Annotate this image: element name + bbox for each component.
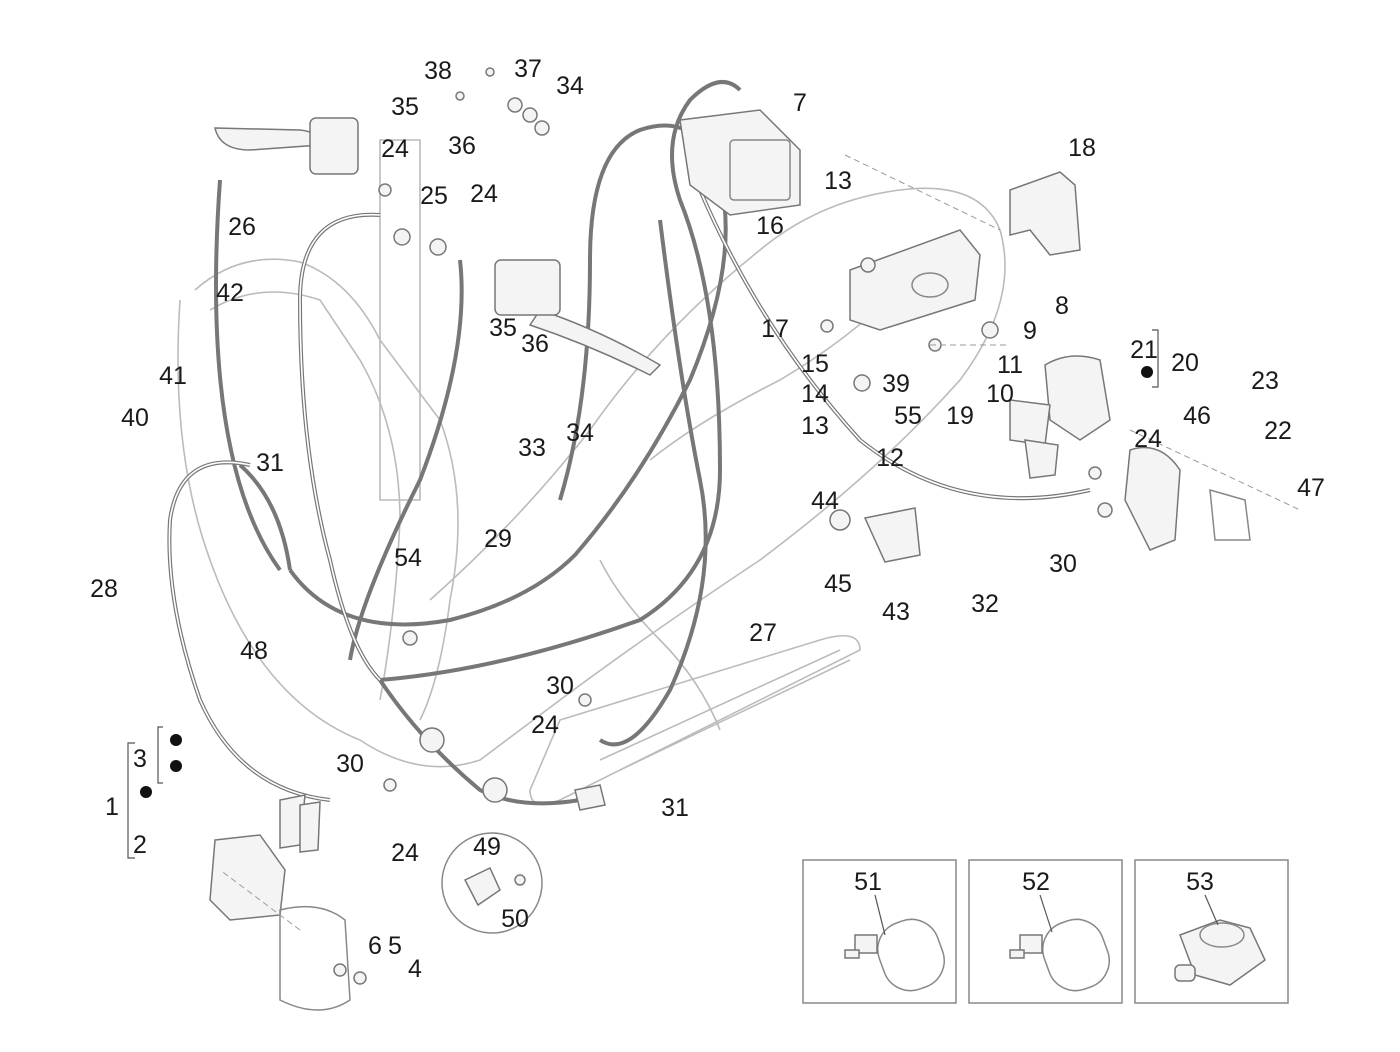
- callout-18: 18: [1068, 134, 1096, 162]
- callout-46: 46: [1183, 402, 1211, 430]
- callout-13: 13: [801, 412, 829, 440]
- callout-14: 14: [801, 380, 829, 408]
- callout-24: 24: [381, 135, 409, 163]
- callout-25: 25: [420, 182, 448, 210]
- callout-43: 43: [882, 598, 910, 626]
- callout-1: 1: [105, 793, 119, 821]
- callout-38: 38: [424, 57, 452, 85]
- abs-bracket: [849, 229, 981, 331]
- callout-27: 27: [749, 619, 777, 647]
- callout-19: 19: [946, 402, 974, 430]
- callout-2: 2: [133, 831, 147, 859]
- abs-cover: [1009, 171, 1081, 256]
- callout-47: 47: [1297, 474, 1325, 502]
- callout-12: 12: [876, 444, 904, 472]
- abs-modulator: [679, 109, 801, 216]
- callout-49: 49: [473, 833, 501, 861]
- right-brake-lever: [528, 309, 662, 376]
- inset-boxes: 51 52 53: [802, 859, 1289, 1004]
- callout-36: 36: [521, 330, 549, 358]
- brake-hoses: [167, 80, 1091, 806]
- components: [209, 67, 1301, 1011]
- callout-4: 4: [408, 955, 422, 983]
- callout-34: 34: [556, 72, 584, 100]
- rear-caliper: [1044, 355, 1111, 441]
- callout-20: 20: [1171, 349, 1199, 377]
- callout-31: 31: [661, 794, 689, 822]
- inset-cable-tie-52: 52: [968, 859, 1123, 1004]
- callout-6: 6: [368, 932, 382, 960]
- callout-33: 33: [518, 434, 546, 462]
- callout-11: 11: [997, 351, 1023, 379]
- callout-29: 29: [484, 525, 512, 553]
- callout-24: 24: [531, 711, 559, 739]
- callout-42: 42: [216, 279, 244, 307]
- callout-37: 37: [514, 55, 542, 83]
- callout-16: 16: [756, 212, 784, 240]
- callout-45: 45: [824, 570, 852, 598]
- callout-54: 54: [394, 544, 422, 572]
- callout-32: 32: [971, 590, 999, 618]
- included-dot: [140, 786, 152, 798]
- callout-30: 30: [1049, 550, 1077, 578]
- callout-53: 53: [1186, 868, 1214, 896]
- front-caliper: [209, 834, 286, 921]
- callout-31: 31: [256, 449, 284, 477]
- included-dot: [170, 734, 182, 746]
- callout-23: 23: [1251, 367, 1279, 395]
- included-dot: [1141, 366, 1153, 378]
- callout-51: 51: [854, 868, 882, 896]
- callout-50: 50: [501, 905, 529, 933]
- callout-40: 40: [121, 404, 149, 432]
- fork-leg: [279, 905, 351, 1011]
- left-brake-lever: [214, 127, 321, 151]
- callout-15: 15: [801, 350, 829, 378]
- callout-35: 35: [391, 93, 419, 121]
- callout-34: 34: [566, 419, 594, 447]
- callout-39: 39: [882, 370, 910, 398]
- inset-sensor-53: 53: [1134, 859, 1289, 1004]
- callout-3: 3: [133, 745, 147, 773]
- callout-8: 8: [1055, 292, 1069, 320]
- callout-7: 7: [793, 89, 807, 117]
- callout-24: 24: [391, 839, 419, 867]
- callout-30: 30: [336, 750, 364, 778]
- callout-5: 5: [388, 932, 402, 960]
- callout-48: 48: [240, 637, 268, 665]
- callout-35: 35: [489, 314, 517, 342]
- callout-30: 30: [546, 672, 574, 700]
- sensor-bracket: [863, 507, 921, 563]
- rear-caliper-bracket: [1124, 446, 1181, 551]
- callout-10: 10: [986, 380, 1014, 408]
- callout-21: 21: [1130, 336, 1158, 364]
- callout-36: 36: [448, 132, 476, 160]
- callout-44: 44: [811, 487, 839, 515]
- callout-26: 26: [228, 213, 256, 241]
- detail-clamp-circle: [441, 832, 543, 934]
- callout-9: 9: [1023, 317, 1037, 345]
- callout-52: 52: [1022, 868, 1050, 896]
- callout-24: 24: [470, 180, 498, 208]
- callout-24: 24: [1134, 425, 1162, 453]
- callout-55: 55: [894, 402, 922, 430]
- callout-17: 17: [761, 315, 789, 343]
- left-master-cylinder: [309, 117, 359, 175]
- scooter-frame: [177, 139, 1006, 806]
- callout-22: 22: [1264, 417, 1292, 445]
- group-brackets: [127, 329, 1159, 859]
- right-master-cylinder: [494, 259, 561, 316]
- callout-41: 41: [159, 362, 187, 390]
- callout-13: 13: [824, 167, 852, 195]
- included-dot: [170, 760, 182, 772]
- inset-cable-tie-51: 51: [802, 859, 957, 1004]
- callout-28: 28: [90, 575, 118, 603]
